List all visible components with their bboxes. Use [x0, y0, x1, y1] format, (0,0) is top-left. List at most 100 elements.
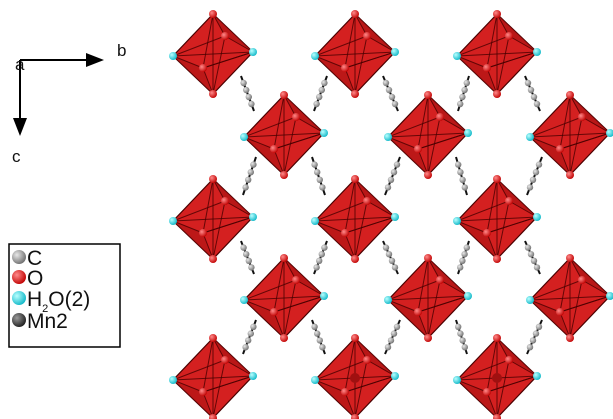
octahedron-edge	[456, 379, 488, 393]
octahedron-face	[284, 95, 324, 133]
carbon-atom	[390, 169, 398, 176]
oxygen-atom	[292, 113, 300, 121]
oxygen-atom	[292, 276, 300, 284]
octahedron-edge	[569, 257, 583, 281]
octahedron-edge	[496, 200, 510, 260]
octahedron-face	[497, 14, 537, 52]
octahedron-edge	[486, 67, 498, 95]
oxygen-atom	[566, 254, 574, 262]
octahedron-edge	[508, 35, 538, 53]
legend: C O H2O(2) Mn2	[8, 243, 121, 348]
water-atom	[240, 296, 248, 304]
carbon-atom	[527, 251, 535, 258]
carbon-atom	[457, 330, 464, 337]
octahedron-edge	[427, 257, 441, 281]
octahedron-edge	[354, 359, 368, 419]
octahedron-edge	[529, 136, 561, 150]
octahedron-edge	[314, 359, 368, 381]
water-atom	[169, 52, 177, 60]
carbon-atom	[242, 184, 249, 191]
legend-label-water: H2O(2)	[27, 288, 90, 315]
carbon-atom	[457, 264, 464, 271]
octahedron-edge	[202, 13, 214, 69]
carbon-atom	[459, 93, 466, 101]
oxygen-atom	[351, 255, 359, 263]
carbon-atom	[311, 323, 318, 330]
octahedron-edge	[202, 232, 214, 260]
water-atom	[384, 133, 392, 141]
octahedron-face	[244, 300, 284, 338]
water-atom	[249, 48, 257, 56]
octahedron-edge	[439, 279, 469, 297]
octahedron-edge	[172, 200, 226, 222]
mn-octahedron	[169, 175, 257, 263]
carbon-atom	[240, 244, 247, 251]
octahedron-face	[213, 14, 253, 52]
oxygen-atom	[493, 414, 501, 419]
carbon-atom	[387, 337, 395, 344]
water-atom	[320, 292, 328, 300]
carbon-atom	[384, 344, 392, 351]
oxygen-atom	[341, 388, 349, 396]
carbon-atom	[314, 169, 321, 176]
octahedron-edge	[354, 337, 368, 361]
oxygen-atom	[566, 171, 574, 179]
water-atom	[240, 133, 248, 141]
octahedron-edge	[486, 391, 498, 419]
carbon-atom	[388, 257, 396, 264]
octahedron-edge	[344, 51, 396, 69]
octahedron-edge	[243, 299, 275, 313]
manganese-legend-icon	[12, 313, 26, 327]
octahedron-edge	[496, 359, 510, 419]
oxygen-atom	[341, 229, 349, 237]
carbon-atom	[535, 323, 543, 330]
octahedron-face	[173, 56, 213, 94]
oxygen-atom	[493, 255, 501, 263]
carbon-atom	[393, 161, 401, 168]
mn-octahedron	[384, 91, 472, 179]
oxygen-atom	[424, 91, 432, 99]
carbon-atom	[311, 161, 318, 168]
mn-octahedron	[311, 10, 399, 98]
carbon-atom	[461, 251, 468, 258]
oxygen-atom	[209, 414, 217, 419]
carbon-atom	[393, 323, 401, 330]
octahedron-edge	[344, 13, 356, 69]
octahedron-edge	[417, 148, 429, 176]
carbon-atom	[457, 100, 464, 108]
octahedron-edge	[354, 178, 368, 202]
octahedron-edge	[172, 55, 204, 69]
carbon-atom	[318, 251, 325, 258]
octahedron-edge	[344, 67, 356, 95]
octahedron-face	[428, 258, 468, 296]
oxygen-atom	[424, 254, 432, 262]
carbon-atom	[455, 323, 462, 330]
octahedron-edge	[344, 375, 396, 393]
carbon-atom	[250, 323, 257, 330]
octahedron-edge	[354, 13, 368, 37]
mn-octahedron	[526, 254, 613, 342]
water-atom	[320, 129, 328, 137]
octahedron-face	[428, 95, 468, 133]
carbon-atom	[247, 169, 254, 176]
mn-octahedron	[453, 10, 541, 98]
water-atom	[606, 129, 613, 137]
octahedron-edge	[273, 94, 285, 150]
octahedron-edge	[314, 200, 368, 222]
oxygen-atom	[436, 276, 444, 284]
octahedron-edge	[172, 379, 204, 393]
octahedron-edge	[508, 200, 538, 218]
oxygen-atom	[483, 64, 491, 72]
octahedron-edge	[486, 375, 538, 393]
carbon-atom	[529, 337, 537, 344]
oxygen-atom	[280, 254, 288, 262]
carboxylate-linkers	[240, 75, 543, 355]
octahedron-edge	[283, 257, 297, 281]
octahedron-edge	[212, 35, 226, 95]
carbon-atom	[321, 244, 328, 251]
carbon-atom	[313, 100, 320, 108]
carbon-atom	[382, 79, 390, 87]
water-atom	[249, 213, 257, 221]
octahedron-edge	[581, 279, 611, 297]
octahedron-edge	[387, 116, 441, 138]
